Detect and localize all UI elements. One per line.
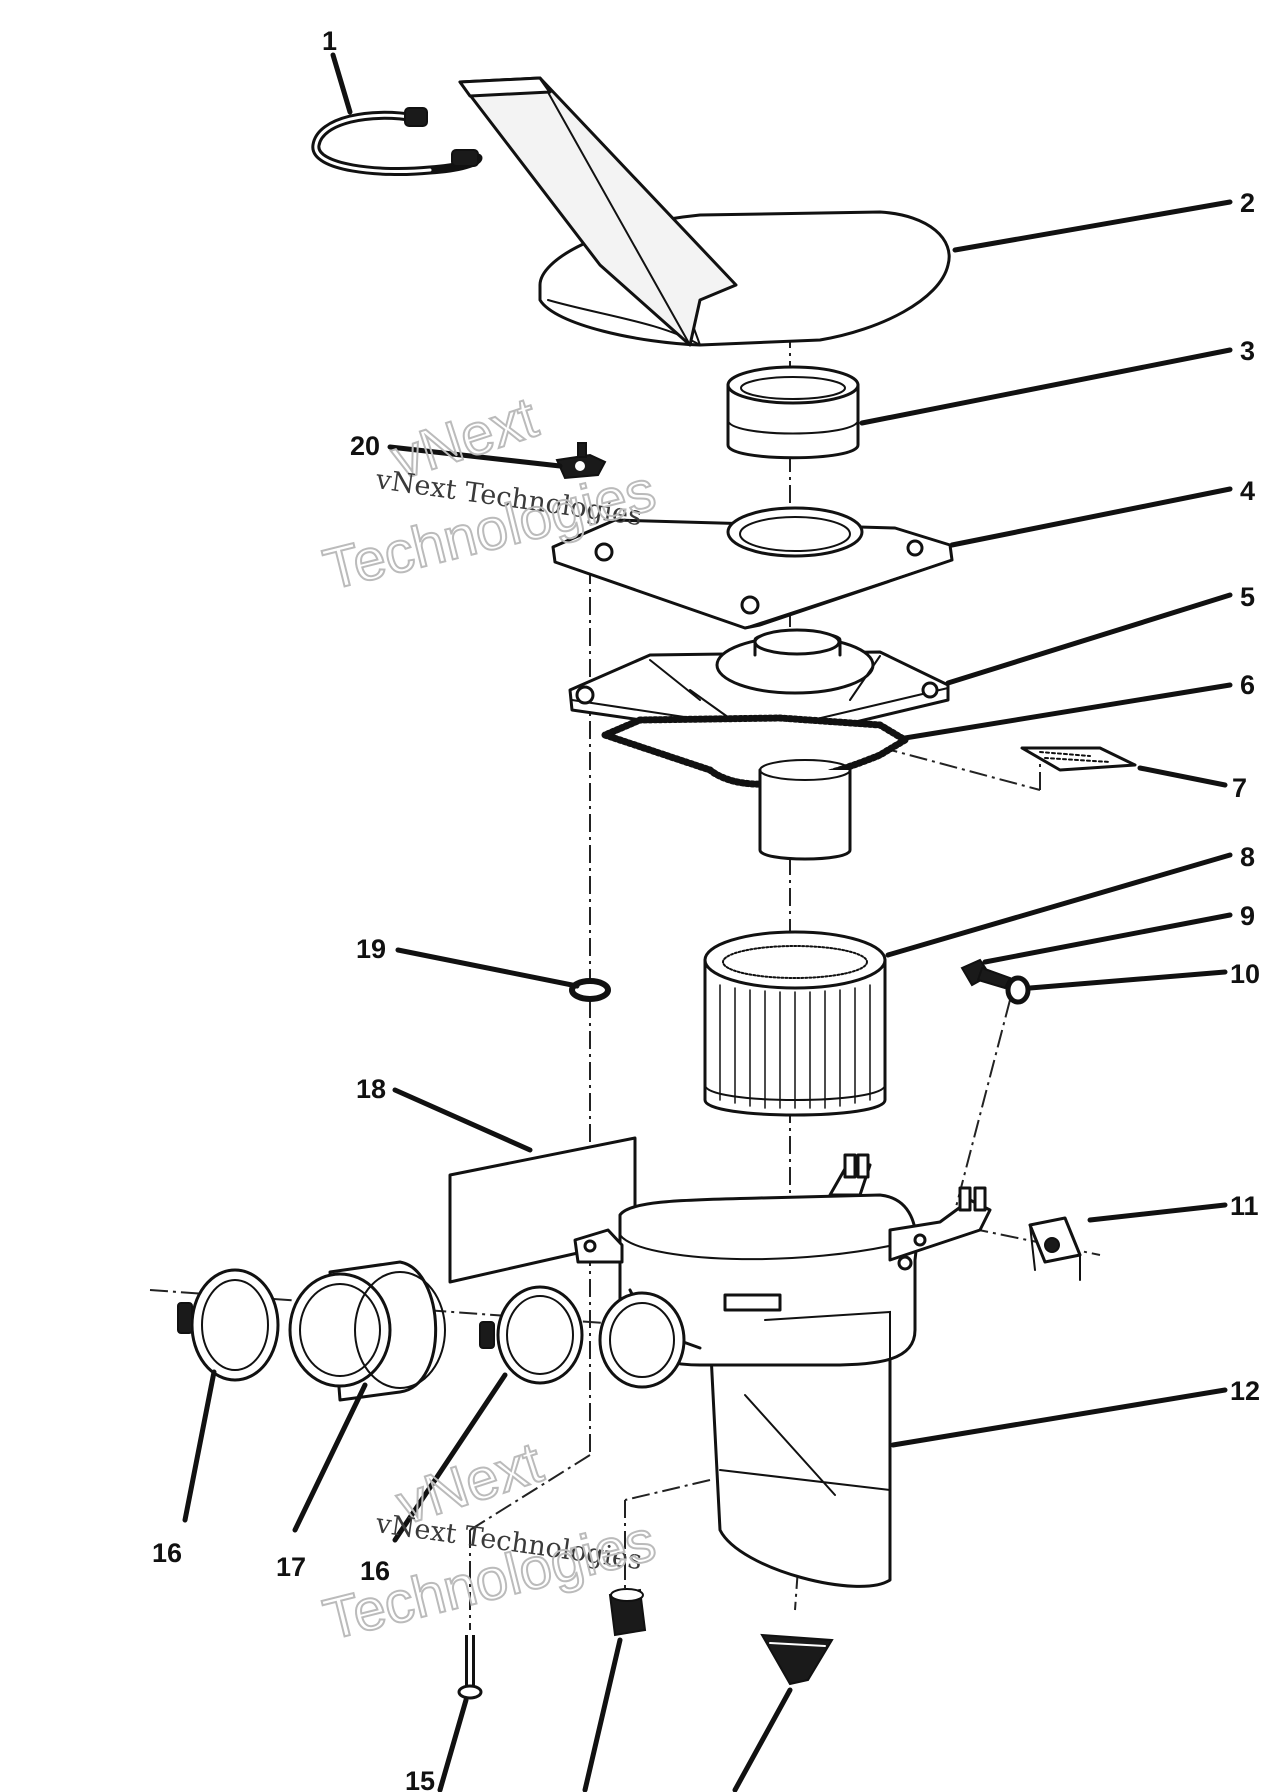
callout-5: 5: [1240, 582, 1255, 612]
part-17-hose-coupler: [288, 1260, 446, 1402]
callout-18: 18: [356, 1074, 386, 1104]
callout-16-left: 16: [152, 1538, 182, 1568]
part-13-drain-valve: [760, 1633, 834, 1686]
callout-11: 11: [1230, 1191, 1259, 1221]
callout-16-right: 16: [360, 1556, 390, 1586]
callout-3: 3: [1240, 336, 1255, 366]
part-8-filter-element: [703, 930, 887, 1117]
part-11-clip-nut: [1028, 1216, 1082, 1281]
part-3-ring-adapter: [726, 365, 860, 460]
part-19-washer: [569, 978, 611, 1002]
callout-15: 15: [405, 1766, 435, 1792]
part-4-top-plate: [551, 506, 954, 630]
part-9-bolt: [960, 958, 1012, 990]
part-7-label: [1020, 746, 1137, 772]
part-1-wire-clip: [311, 107, 483, 176]
part-20-lock-tab: [555, 442, 607, 480]
callout-19: 19: [356, 934, 386, 964]
part-2-intake-duct: [458, 76, 951, 347]
callout-20: 20: [350, 431, 380, 461]
callout-4: 4: [1240, 476, 1255, 506]
watermark-bottom: vNext vNext Technologies Technologies: [316, 1429, 662, 1654]
callout-labels: 1 2 3 4 5 6 7 8 9 10 11 12 15 16 16 17 1…: [152, 26, 1260, 1792]
part-16-hose-clamp-right: [479, 1285, 584, 1385]
part-14-grommet: [608, 1588, 647, 1637]
callout-8: 8: [1240, 842, 1255, 872]
callout-7: 7: [1232, 773, 1247, 803]
callout-9: 9: [1240, 901, 1255, 931]
part-16-hose-clamp-left: [177, 1268, 280, 1382]
leader-lines: [182, 52, 1233, 1792]
part-12-air-box: [573, 1153, 992, 1588]
callout-10: 10: [1230, 959, 1260, 989]
callout-6: 6: [1240, 670, 1255, 700]
callout-1: 1: [322, 26, 337, 56]
callout-12: 12: [1230, 1376, 1260, 1406]
callout-17: 17: [276, 1552, 306, 1582]
callout-2: 2: [1240, 188, 1255, 218]
part-15-screw: [457, 1635, 483, 1700]
part-10-washer: [1005, 975, 1031, 1005]
part-6-gasket: [601, 714, 909, 861]
